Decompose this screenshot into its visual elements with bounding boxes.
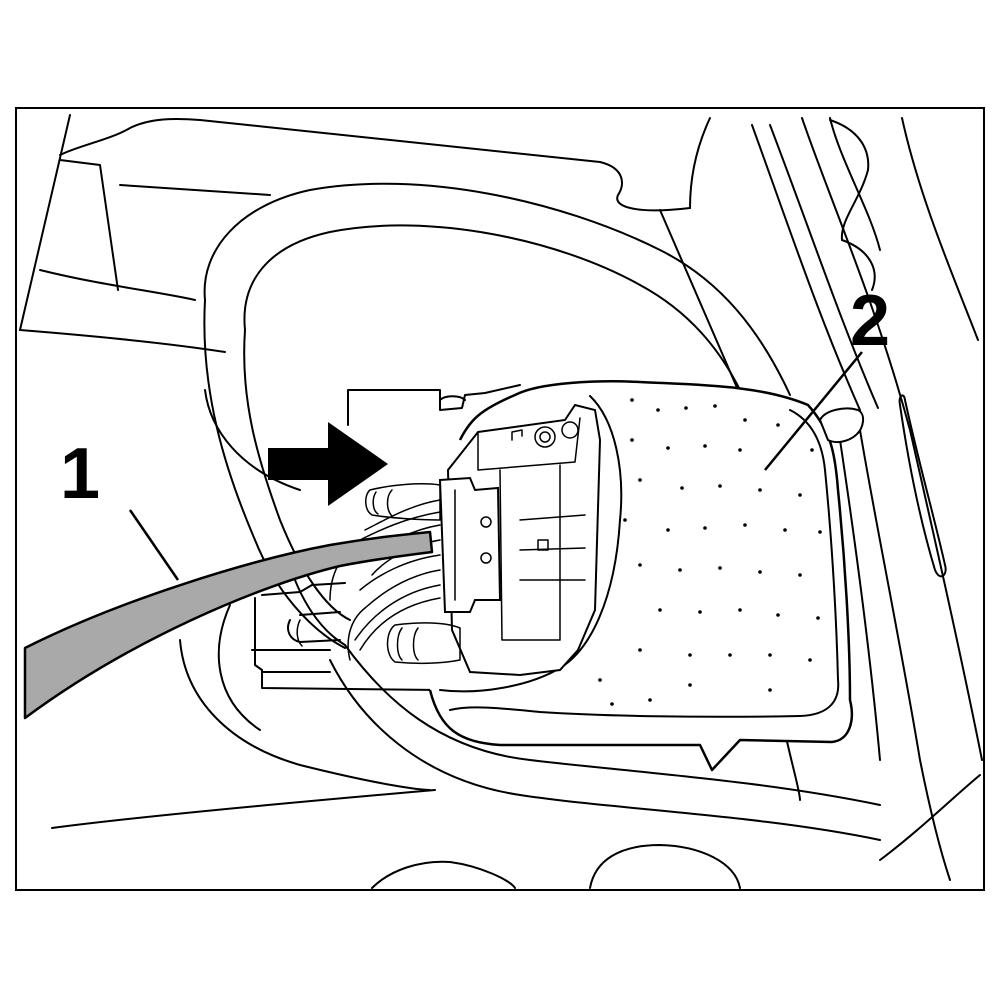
callout-1-leader bbox=[128, 509, 180, 581]
arrow-icon bbox=[268, 422, 388, 506]
cable-1 bbox=[23, 530, 434, 720]
callout-1: 1 bbox=[60, 434, 180, 581]
callout-2: 2 bbox=[764, 281, 890, 471]
cover-texture bbox=[598, 398, 822, 706]
background-body-panels bbox=[19, 114, 983, 889]
callout-1-label: 1 bbox=[60, 434, 100, 514]
callout-2-label: 2 bbox=[850, 281, 890, 361]
callout-2-leader bbox=[764, 351, 863, 471]
electrical-connector bbox=[438, 403, 602, 677]
wiring-harness-loop bbox=[203, 182, 881, 841]
